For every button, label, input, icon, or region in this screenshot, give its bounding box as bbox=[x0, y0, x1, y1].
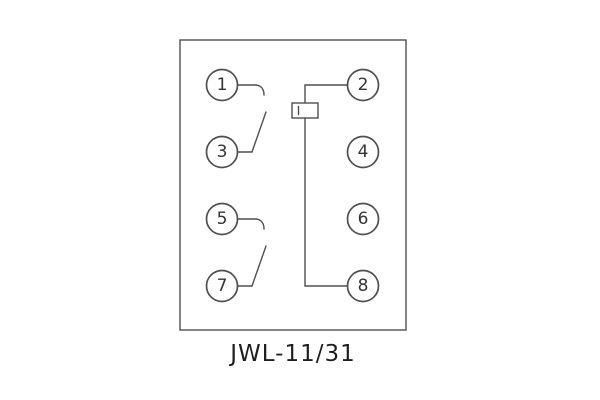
terminal-6-label: 6 bbox=[358, 209, 369, 229]
coil-branch-2-8 bbox=[291, 84, 348, 287]
terminal-5-label: 5 bbox=[217, 209, 228, 229]
terminal-3-circle bbox=[205, 135, 239, 169]
terminal-1-label: 1 bbox=[217, 75, 228, 95]
terminal-4-circle bbox=[346, 135, 380, 169]
contact-blade-5-7 bbox=[251, 245, 267, 287]
terminal-column-left: 1 3 5 7 bbox=[205, 68, 239, 303]
contact-blade-1-3 bbox=[251, 111, 267, 153]
contact-hook-1 bbox=[255, 84, 265, 96]
coil-symbol bbox=[291, 102, 319, 119]
terminal-4-label: 4 bbox=[358, 142, 369, 162]
terminal-2-circle bbox=[346, 68, 380, 102]
terminal-8-label: 8 bbox=[358, 276, 369, 296]
terminal-6-circle bbox=[346, 202, 380, 236]
terminal-8-circle bbox=[346, 269, 380, 303]
terminal-column-right: 2 4 6 8 bbox=[346, 68, 380, 303]
relay-outline-frame bbox=[179, 39, 407, 331]
contact-1-3 bbox=[237, 84, 267, 153]
model-caption: JWL-11/31 bbox=[230, 341, 356, 367]
contact-hook-5 bbox=[255, 218, 265, 230]
contact-5-7 bbox=[237, 218, 267, 287]
terminal-1-circle bbox=[205, 68, 239, 102]
terminal-7-label: 7 bbox=[217, 276, 228, 296]
terminal-5-circle bbox=[205, 202, 239, 236]
terminal-3-label: 3 bbox=[217, 142, 228, 162]
terminal-2-label: 2 bbox=[358, 75, 369, 95]
terminal-7-circle bbox=[205, 269, 239, 303]
